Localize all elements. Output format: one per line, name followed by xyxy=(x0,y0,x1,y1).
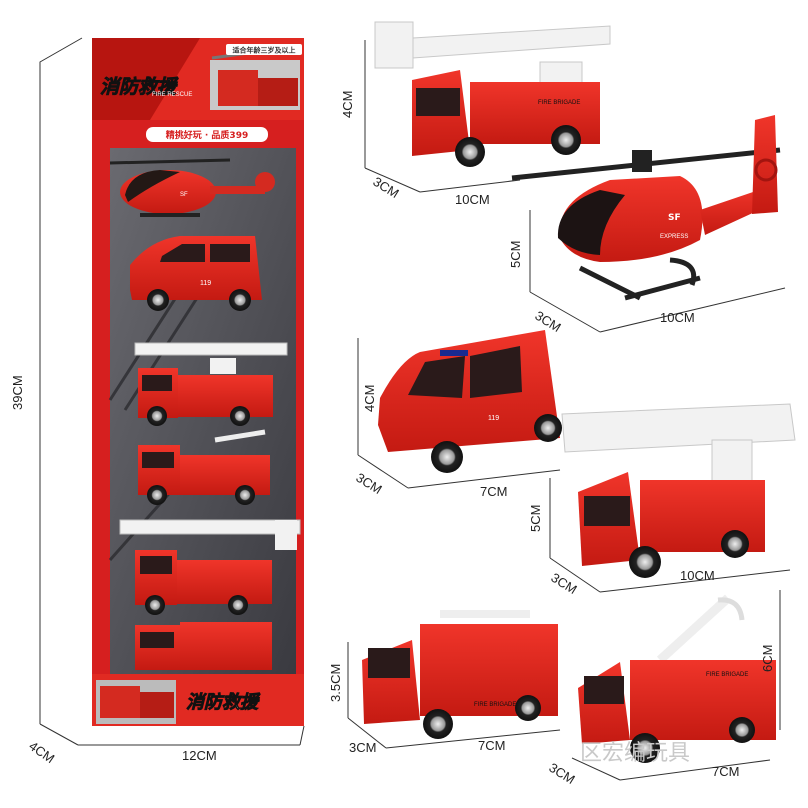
truck1-marking: FIRE BRIGADE xyxy=(538,100,580,106)
crane-depth-label: 3CM xyxy=(546,760,577,787)
ladder-truck-2 xyxy=(561,403,796,578)
heli-dim-lines xyxy=(529,210,786,333)
van-height-label: 4CM xyxy=(362,385,377,412)
quality-badge-text: 精挑好玩 · 品质399 xyxy=(166,129,248,141)
heli-express: EXPRESS xyxy=(660,234,688,240)
box-height-label: 39CM xyxy=(10,375,25,410)
watermark: 区宏编玩具 xyxy=(580,741,690,766)
van-number: 119 xyxy=(488,415,499,422)
box-ladder-truck-2 xyxy=(119,519,301,615)
truck2-height-label: 5CM xyxy=(528,505,543,532)
age-tag xyxy=(226,44,302,55)
box-helicopter: SF xyxy=(109,158,275,217)
tanker-marking: FIRE BRIGADE xyxy=(474,702,516,708)
truck1-height-label: 4CM xyxy=(340,91,355,118)
box-width-label: 12CM xyxy=(182,748,217,763)
box-crane-truck xyxy=(138,429,270,505)
box-ladder-truck-1 xyxy=(134,342,288,426)
truck1-length-label: 10CM xyxy=(455,192,490,207)
brand-title: 消防救援 xyxy=(100,76,179,98)
package-box: 适合年龄三岁及以上 消防救援 FIRE RESCUE 精挑好玩 · 品质399 … xyxy=(92,38,304,726)
van-dim-lines xyxy=(357,338,561,489)
tanker-depth-label: 3CM xyxy=(349,740,376,755)
van: 119 xyxy=(378,330,562,473)
truck2-depth-label: 3CM xyxy=(548,570,579,597)
brand-subtitle: FIRE RESCUE xyxy=(152,92,192,98)
truck1-dim-lines xyxy=(364,40,521,193)
crane-truck: FIRE BRIGADE xyxy=(578,594,776,763)
crane-length-label: 7CM xyxy=(712,764,739,779)
footer-brand-title: 消防救援 xyxy=(186,692,261,713)
heli-height-label: 5CM xyxy=(508,241,523,268)
van-length-label: 7CM xyxy=(480,484,507,499)
crane-dim-lines xyxy=(571,590,781,781)
box-dimension-lines xyxy=(39,37,305,746)
truck2-dim-lines xyxy=(549,478,791,593)
age-tag-text: 适合年龄三岁及以上 xyxy=(233,46,296,55)
box-heli-sf: SF xyxy=(180,192,188,198)
quality-badge xyxy=(146,127,268,142)
box-van-number: 119 xyxy=(200,280,211,287)
crane-marking: FIRE BRIGADE xyxy=(706,672,748,678)
tanker-length-label: 7CM xyxy=(478,738,505,753)
heli-length-label: 10CM xyxy=(660,310,695,325)
helicopter: SF EXPRESS xyxy=(511,115,781,301)
heli-sf: SF xyxy=(668,213,681,223)
box-water-truck xyxy=(135,622,272,670)
box-depth-label: 4CM xyxy=(26,738,57,766)
truck2-length-label: 10CM xyxy=(680,568,715,583)
tanker-height-label: 3.5CM xyxy=(328,664,343,702)
heli-depth-label: 3CM xyxy=(532,308,563,335)
crane-height-label: 6CM xyxy=(760,645,775,672)
van-depth-label: 3CM xyxy=(353,470,384,497)
truck1-depth-label: 3CM xyxy=(370,174,401,201)
ladder-truck-1: FIRE BRIGADE xyxy=(374,21,611,167)
header-truck-illustration xyxy=(210,44,301,110)
water-tanker: FIRE BRIGADE xyxy=(362,610,558,739)
box-van: 119 xyxy=(130,236,262,311)
tanker-dim-lines xyxy=(347,642,561,749)
